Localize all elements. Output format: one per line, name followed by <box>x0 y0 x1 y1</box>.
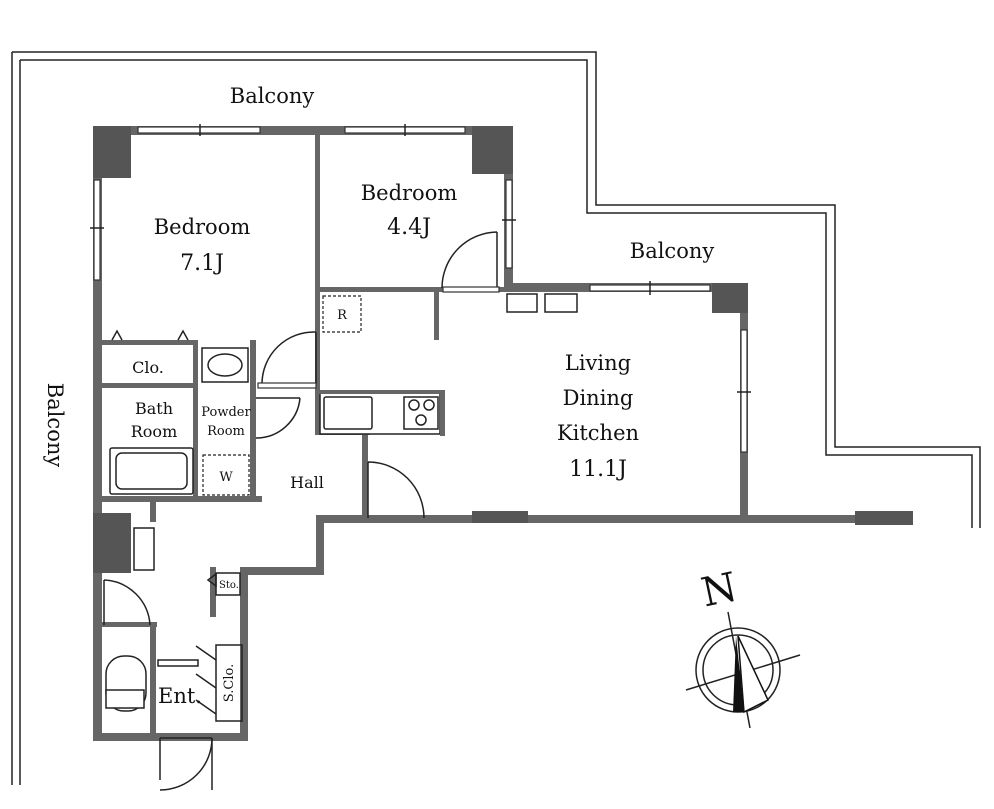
interior-walls <box>102 135 504 733</box>
bedroom-1-name: Bedroom <box>154 215 251 239</box>
bedroom-2-size: 4.4J <box>387 215 431 240</box>
closet-label: Clo. <box>132 358 164 377</box>
compass <box>685 611 801 729</box>
hall-label: Hall <box>290 473 324 492</box>
bath-label-2: Room <box>131 422 177 441</box>
bath-label-1: Bath <box>135 399 173 418</box>
fridge-label: R <box>337 308 348 323</box>
north-label: N <box>697 564 741 616</box>
fixtures <box>105 293 578 722</box>
balcony-top-label: Balcony <box>230 84 315 108</box>
balcony-right-label: Balcony <box>630 239 715 263</box>
ldk-line-3: Kitchen <box>557 421 639 445</box>
balcony-left-label: Balcony <box>43 383 67 468</box>
powder-label-1: Powder <box>201 405 251 420</box>
storage-label: Sto. <box>219 580 239 591</box>
doors <box>103 231 500 791</box>
ldk-size: 11.1J <box>569 457 627 482</box>
washer-label: W <box>219 470 233 485</box>
bedroom-2-name: Bedroom <box>361 181 458 205</box>
powder-label-2: Room <box>207 424 245 439</box>
ldk-line-2: Dining <box>563 386 634 410</box>
balcony-outline <box>11 51 981 785</box>
windows <box>90 124 751 453</box>
entrance-label: Ent. <box>158 684 202 708</box>
bedroom-1-size: 7.1J <box>180 251 224 276</box>
shoe-closet-label: S.Clo. <box>222 664 237 702</box>
ldk-line-1: Living <box>565 351 631 375</box>
